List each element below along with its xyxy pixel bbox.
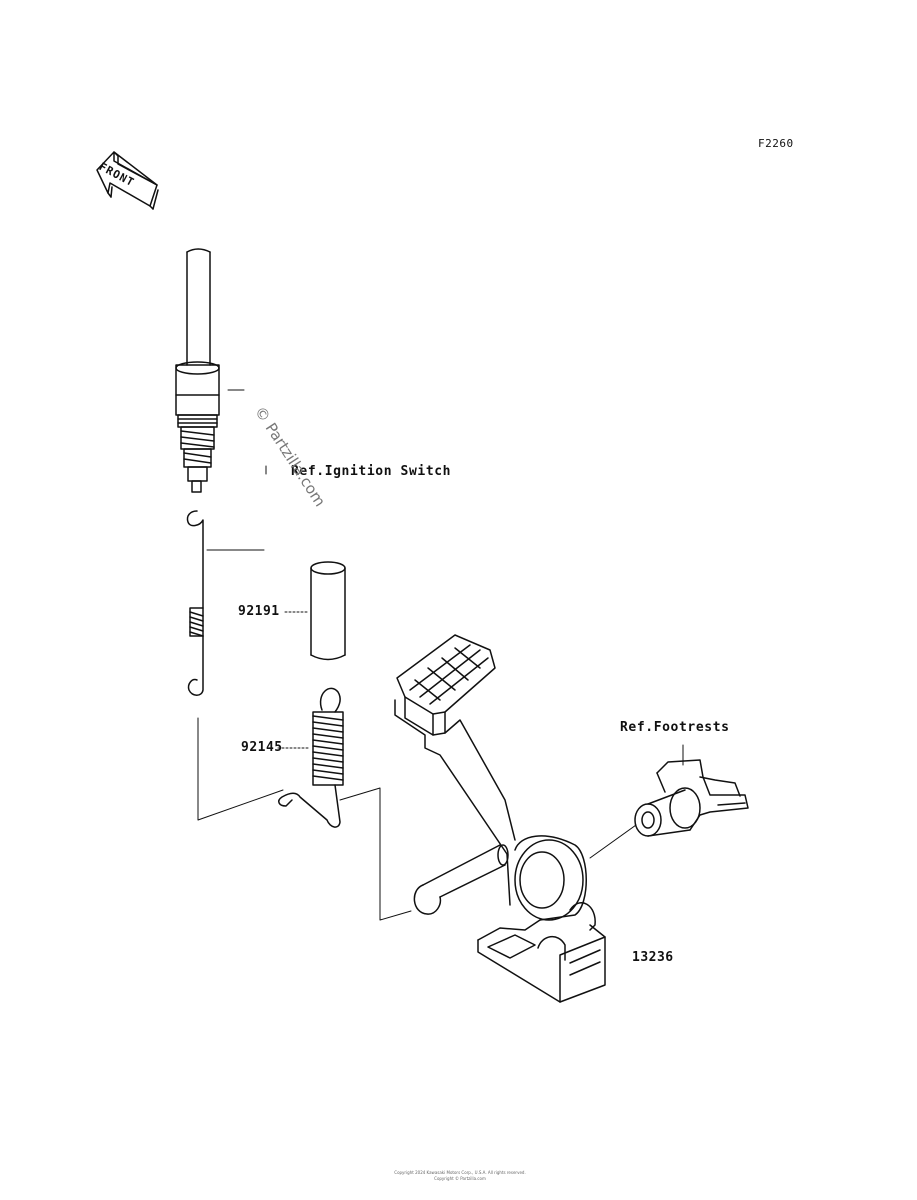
part-label-92191[interactable]: 92191 [238,604,280,619]
brake-pedal-13236 [394,634,606,1003]
brake-light-switch [175,248,220,493]
footrest-bracket [634,759,749,837]
pipe-92191 [284,561,346,661]
switch-spring [186,510,265,696]
ref-footrests-label[interactable]: Ref.Footrests [620,720,730,735]
part-label-13236[interactable]: 13236 [632,950,674,965]
front-arrow-icon [96,151,159,210]
leader-lines [197,717,684,921]
part-label-92145[interactable]: 92145 [241,740,283,755]
ref-ignition-switch-label[interactable]: Ref.Ignition Switch [291,464,452,479]
figure-code: F2260 [758,137,794,150]
spring-92145 [277,687,344,828]
copyright-line-2: Copyright © Partzilla.com [434,1176,486,1181]
pivot-bolt [413,844,509,915]
copyright-line-1: Copyright 2024 Kawasaki Motors Corp., U.… [394,1170,526,1175]
